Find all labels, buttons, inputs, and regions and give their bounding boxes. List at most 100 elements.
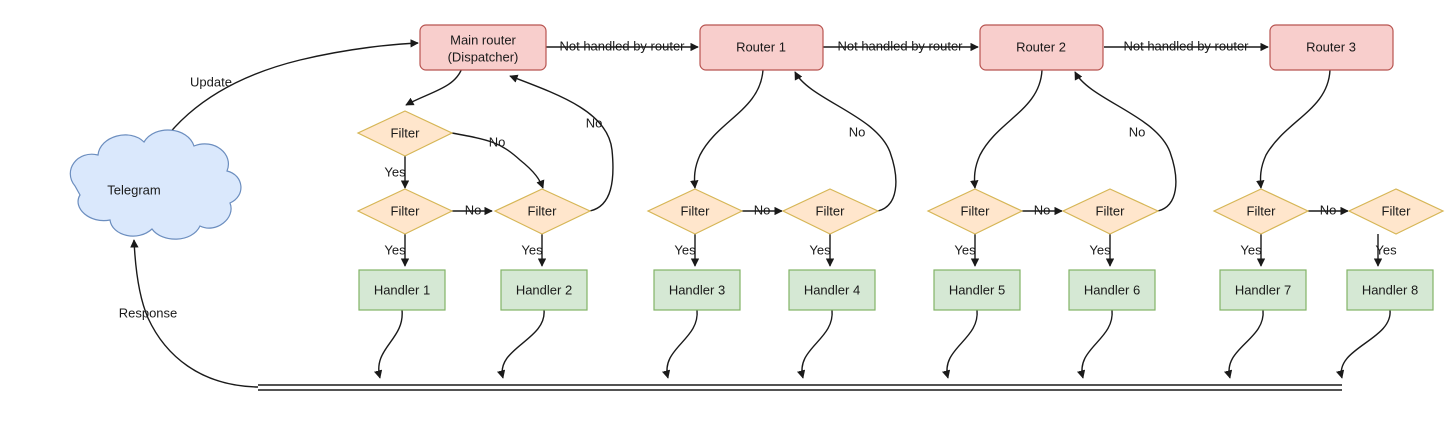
handler-1-label: Handler 1 bbox=[374, 282, 430, 297]
edge-response bbox=[130, 239, 259, 388]
filter-6-label: Filter bbox=[1096, 203, 1126, 218]
filter-8-shape bbox=[1347, 188, 1445, 235]
node-filter-7[interactable]: Filter bbox=[1212, 188, 1310, 235]
edge-filter-6-no-back-router-2 bbox=[1074, 71, 1177, 212]
filter-4-label: Filter bbox=[816, 203, 846, 218]
node-handler-8[interactable]: Handler 8 bbox=[1346, 269, 1434, 311]
telegram-label: Telegram bbox=[107, 182, 160, 197]
edge-label-update: Update bbox=[190, 74, 232, 89]
node-main-router[interactable]: Main router (Dispatcher) bbox=[419, 24, 547, 71]
edge-label-yes-1: Yes bbox=[384, 242, 406, 257]
edge-label-no-back-2: No bbox=[1129, 124, 1146, 139]
node-filter-8[interactable]: Filter bbox=[1347, 188, 1445, 235]
handler-5-box bbox=[933, 269, 1021, 311]
node-filter-2[interactable]: Filter bbox=[493, 188, 592, 235]
filter-6-shape bbox=[1061, 188, 1160, 235]
edge-label-yes-top: Yes bbox=[384, 164, 406, 179]
router-1-label: Router 1 bbox=[736, 39, 786, 54]
edge-label-no-3: No bbox=[1034, 202, 1051, 217]
node-handler-2[interactable]: Handler 2 bbox=[500, 269, 588, 311]
node-handler-4[interactable]: Handler 4 bbox=[788, 269, 876, 311]
handler-4-box bbox=[788, 269, 876, 311]
filter-2-label: Filter bbox=[528, 203, 558, 218]
edge-label-yes-6: Yes bbox=[1089, 242, 1111, 257]
router-3-box bbox=[1269, 24, 1394, 71]
edge-handler-7-to-bus bbox=[1224, 309, 1264, 379]
filter-top-label: Filter bbox=[391, 125, 421, 140]
handler-6-box bbox=[1068, 269, 1156, 311]
node-handler-3[interactable]: Handler 3 bbox=[653, 269, 741, 311]
edge-handler-4-to-bus bbox=[797, 309, 833, 379]
edge-label-no-back-main: No bbox=[586, 115, 603, 130]
node-telegram[interactable]: Telegram bbox=[69, 129, 242, 240]
node-filter-top[interactable]: Filter bbox=[356, 110, 454, 157]
edge-label-response: Response bbox=[119, 305, 178, 320]
node-handler-7[interactable]: Handler 7 bbox=[1219, 269, 1307, 311]
edge-label-no-back-1: No bbox=[849, 124, 866, 139]
edge-label-no-2: No bbox=[754, 202, 771, 217]
handler-2-box bbox=[500, 269, 588, 311]
node-handler-6[interactable]: Handler 6 bbox=[1068, 269, 1156, 311]
filter-2-shape bbox=[493, 188, 592, 235]
node-handler-5[interactable]: Handler 5 bbox=[933, 269, 1021, 311]
handler-3-box bbox=[653, 269, 741, 311]
node-filter-6[interactable]: Filter bbox=[1061, 188, 1160, 235]
node-filter-5[interactable]: Filter bbox=[926, 188, 1024, 235]
edge-label-not-handled-2: Not handled by router bbox=[837, 38, 963, 53]
node-router-1[interactable]: Router 1 bbox=[699, 24, 824, 71]
router-2-box bbox=[979, 24, 1104, 71]
edge-label-yes-8: Yes bbox=[1375, 242, 1397, 257]
handler-4-label: Handler 4 bbox=[804, 282, 860, 297]
edge-handler-1-to-bus bbox=[374, 309, 403, 379]
filter-1-shape bbox=[356, 188, 454, 235]
edge-handler-2-to-bus bbox=[497, 309, 545, 379]
filter-3-shape bbox=[646, 188, 744, 235]
edge-filter-top-no bbox=[451, 132, 545, 189]
router-1-box bbox=[699, 24, 824, 71]
edge-handler-8-to-bus bbox=[1336, 309, 1391, 379]
handler-8-label: Handler 8 bbox=[1362, 282, 1418, 297]
filter-8-label: Filter bbox=[1382, 203, 1412, 218]
handler-8-box bbox=[1346, 269, 1434, 311]
edge-handler-3-to-bus bbox=[662, 309, 698, 379]
cloud-shape bbox=[69, 129, 242, 240]
filter-3-label: Filter bbox=[681, 203, 711, 218]
filter-top-shape bbox=[356, 110, 454, 157]
main-router-label-line1: Main router bbox=[450, 32, 516, 47]
edge-router-2-to-filter-5 bbox=[970, 69, 1043, 189]
edge-label-yes-4: Yes bbox=[809, 242, 831, 257]
filter-5-shape bbox=[926, 188, 1024, 235]
node-router-3[interactable]: Router 3 bbox=[1269, 24, 1394, 71]
main-router-label-line2: (Dispatcher) bbox=[448, 49, 519, 64]
handler-5-label: Handler 5 bbox=[949, 282, 1005, 297]
edge-router-1-to-filter-3 bbox=[690, 69, 764, 189]
edge-label-not-handled-3: Not handled by router bbox=[1123, 38, 1249, 53]
edge-filter-2-no-back-mainrouter bbox=[509, 74, 614, 212]
edge-label-no-1: No bbox=[465, 202, 482, 217]
router-3-label: Router 3 bbox=[1306, 39, 1356, 54]
filter-4-shape bbox=[781, 188, 880, 235]
main-router-box bbox=[419, 24, 547, 71]
node-filter-3[interactable]: Filter bbox=[646, 188, 744, 235]
router-2-label: Router 2 bbox=[1016, 39, 1066, 54]
node-filter-1[interactable]: Filter bbox=[356, 188, 454, 235]
filter-1-label: Filter bbox=[391, 203, 421, 218]
edge-label-yes-2: Yes bbox=[521, 242, 543, 257]
handler-7-box bbox=[1219, 269, 1307, 311]
edge-label-no-4: No bbox=[1320, 202, 1337, 217]
edge-handler-6-to-bus bbox=[1077, 309, 1113, 379]
node-router-2[interactable]: Router 2 bbox=[979, 24, 1104, 71]
edge-handler-5-to-bus bbox=[942, 309, 978, 379]
handler-3-label: Handler 3 bbox=[669, 282, 725, 297]
handler-6-label: Handler 6 bbox=[1084, 282, 1140, 297]
handler-2-label: Handler 2 bbox=[516, 282, 572, 297]
edge-router-3-to-filter-7 bbox=[1256, 69, 1331, 189]
filter-7-label: Filter bbox=[1247, 203, 1277, 218]
edge-label-yes-5: Yes bbox=[954, 242, 976, 257]
edge-label-no-top: No bbox=[489, 134, 506, 149]
node-filter-4[interactable]: Filter bbox=[781, 188, 880, 235]
filter-5-label: Filter bbox=[961, 203, 991, 218]
node-handler-1[interactable]: Handler 1 bbox=[358, 269, 446, 311]
